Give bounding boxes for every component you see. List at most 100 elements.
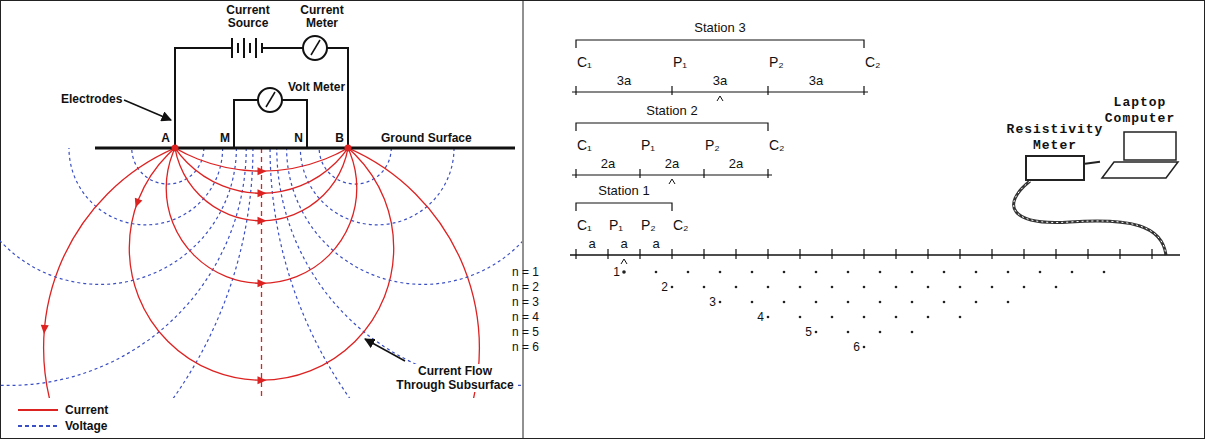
text-label: B [334,131,345,145]
electrode-tick [863,249,864,259]
text-label: 6 [853,340,860,354]
datum-point [863,286,866,289]
panel-divider [523,0,524,439]
datum-point [767,316,770,319]
laptop-screen [1124,132,1176,160]
datum-point [671,286,674,289]
laptop-outline [1100,130,1180,182]
electrode-array [570,40,1180,348]
row-label: n = 3 [512,295,539,309]
text-label: 3a [713,73,727,89]
electrode-tick [607,249,608,259]
electrode-label: P₁ [641,137,655,153]
text-label: M [219,131,231,145]
station-bracket [576,123,768,131]
current-meter [303,36,327,60]
legend-sample [18,425,58,427]
text-label: 1 [613,265,620,279]
electrode-tick [575,86,576,95]
electrode-label: C₁ [577,217,592,233]
equipotential-line [270,148,522,398]
text-label: N [293,131,304,145]
datum-point [959,316,962,319]
text-label: Station 1 [598,183,649,199]
datum-point [847,271,850,274]
text-label: a [620,236,627,252]
wire [234,100,258,148]
datum-point [622,270,626,274]
datum-point [927,316,930,319]
electrode-tick [959,249,960,259]
datum-point [927,286,930,289]
text-label: 2a [729,156,743,172]
datum-point [735,286,738,289]
electrode-label: C₁ [577,137,592,153]
datum-point [879,301,882,304]
flow-arrow [258,376,267,384]
datum-point [799,286,802,289]
datum-point [719,301,722,304]
midpoint-caret [717,96,723,101]
electrode-tick [767,249,768,259]
datum-point [975,301,978,304]
electrode-tick [927,249,928,259]
text-label: 2a [601,156,615,172]
datum-point [799,316,802,319]
datum-point [879,271,882,274]
datum-point [831,316,834,319]
electrode-tick [1119,249,1120,259]
datum-point [975,271,978,274]
meter-needle [266,92,275,107]
legend-text: Current [64,403,109,417]
text-label: Station 3 [694,20,745,36]
electrode-label: C₂ [673,217,689,233]
text-label: a [652,236,659,252]
text-label: Volt Meter [287,80,346,94]
station-bracket [576,40,864,48]
electrode-tick [671,86,672,95]
electrode-tick [575,169,576,178]
wire [282,100,307,148]
flow-arrow [41,325,49,334]
flow-arrow [258,189,267,197]
electrode-tick [991,249,992,259]
station-line [572,91,868,92]
datum-point [959,286,962,289]
text-label: Electrodes [60,92,123,106]
datum-point [687,271,690,274]
datum-point [895,316,898,319]
cable [1014,181,1166,255]
flow-arrow [258,167,267,175]
electrode-tick [799,249,800,259]
center-line [261,148,262,398]
device-label: Resistivity Meter [999,122,1111,154]
row-label: n = 2 [512,280,539,294]
midpoint-caret [621,259,627,264]
equipotential-line [277,148,522,385]
datum-point [703,286,706,289]
legend-text: Voltage [64,419,108,433]
current-line [166,148,357,283]
current-line [156,148,367,193]
text-label: a [588,236,595,252]
datum-point [1071,271,1074,274]
electrode-label: P₂ [705,137,720,153]
datum-point [895,286,898,289]
electrode-label: C₁ [577,54,592,70]
datum-point [911,271,914,274]
datum-point [815,301,818,304]
datum-point [815,331,818,334]
battery-symbol [232,38,262,58]
text-label: 2 [661,280,668,294]
equipotential-line [0,148,246,385]
electrode-tick [1023,249,1024,259]
electrode-tick [575,249,576,259]
datum-point [783,301,786,304]
datum-point [879,331,882,334]
row-label: n = 4 [512,310,539,324]
volt-meter [258,88,282,112]
electrode [345,145,352,152]
electrode-tick [703,249,704,259]
